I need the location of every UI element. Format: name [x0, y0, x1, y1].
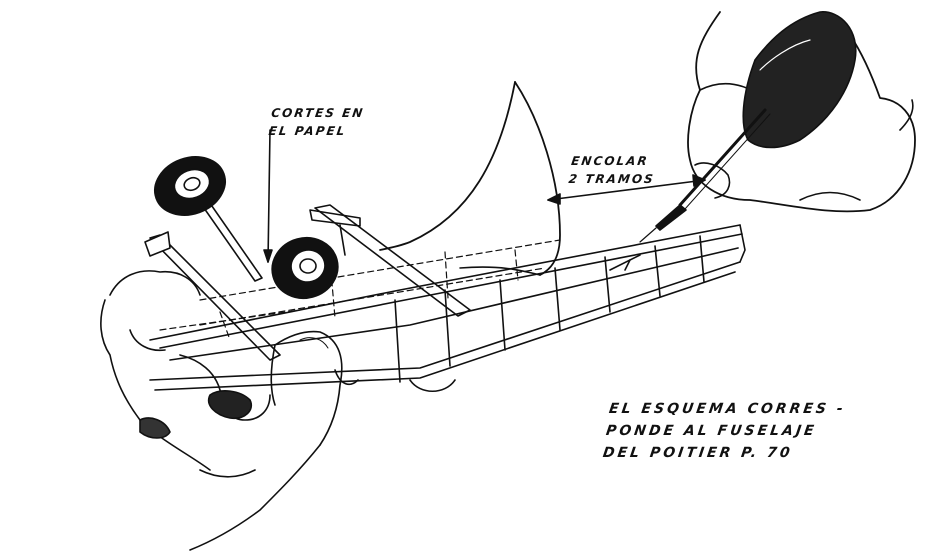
esquema-line-1: EL ESQUEMA CORRES -: [607, 401, 847, 417]
encolar-label: ENCOLAR 2 TRAMOS: [567, 152, 658, 188]
wheel-lower: [265, 230, 344, 305]
encolar-line-2: 2 TRAMOS: [567, 172, 656, 186]
right-hand: [688, 12, 915, 212]
cortes-line-2: EL PAPEL: [267, 124, 348, 138]
encolar-line-1: ENCOLAR: [570, 154, 650, 168]
cortes-label: CORTES EN EL PAPEL: [267, 104, 366, 140]
glue-brush: [640, 110, 770, 242]
paper-sheet: [380, 82, 560, 275]
cortes-pointer: [264, 130, 272, 262]
esquema-caption: EL ESQUEMA CORRES - PONDE AL FUSELAJE DE…: [601, 398, 847, 464]
esquema-line-3: DEL POITIER P. 70: [601, 445, 794, 461]
cortes-line-1: CORTES EN: [270, 106, 366, 120]
wheel-upper: [147, 147, 234, 224]
left-hand: [101, 271, 342, 550]
esquema-line-2: PONDE AL FUSELAJE: [604, 423, 818, 439]
encolar-arrow: [548, 175, 705, 204]
